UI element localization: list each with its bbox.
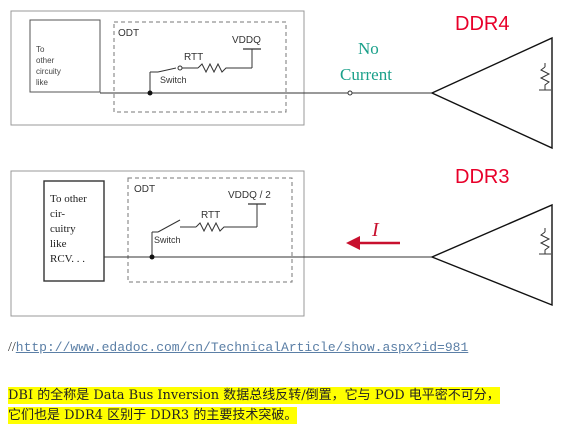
ddr4-odt-box bbox=[113, 21, 287, 113]
ddr3-panel: To other cir- cuitry like RCV. . . ODT V… bbox=[10, 166, 553, 317]
ddr4-circuitry-block bbox=[29, 19, 101, 93]
ddr3-odt-label: ODT bbox=[134, 184, 155, 195]
ddr3-block-line-2: cir- bbox=[50, 208, 65, 220]
ddr3-term-resistor bbox=[539, 231, 551, 254]
ddr3-current-arrow-head bbox=[346, 236, 360, 250]
ddr3-label: DDR3 bbox=[455, 166, 509, 188]
dbi-note-line-2: 它们也是 DDR4 区别于 DDR3 的主要技术突破。 bbox=[8, 407, 298, 424]
ddr3-outer-frame bbox=[10, 170, 305, 317]
ddr3-rtt-label: RTT bbox=[201, 210, 220, 221]
source-url-link[interactable]: http://www.edadoc.com/cn/TechnicalArticl… bbox=[15, 340, 469, 355]
ddr3-rtt-resistor bbox=[195, 221, 257, 233]
ddr3-vddq-label: VDDQ / 2 bbox=[228, 190, 271, 201]
ddr3-switch-label: Switch bbox=[154, 235, 181, 245]
odt-comparison-diagram: To other circuity like ODT VDDQ RTT Swit… bbox=[10, 10, 553, 317]
source-url-line: //http://www.edadoc.com/cn/TechnicalArti… bbox=[8, 340, 468, 356]
ddr3-block-line-5: RCV. . . bbox=[50, 253, 85, 265]
ddr4-vddq-label: VDDQ bbox=[232, 35, 261, 46]
ddr4-line-terminal bbox=[347, 90, 353, 96]
ddr3-junction-dot bbox=[149, 254, 155, 260]
url-prefix: // bbox=[8, 340, 16, 355]
ddr4-block-line-4: like bbox=[36, 78, 49, 87]
ddr4-no-current-line-2: Current bbox=[340, 65, 392, 84]
ddr4-block-line-3: circuity bbox=[36, 67, 61, 76]
ddr3-current-label: I bbox=[371, 219, 380, 241]
ddr4-term-resistor bbox=[539, 66, 551, 90]
ddr4-switch-blade bbox=[157, 67, 177, 73]
ddr4-rtt-resistor bbox=[197, 62, 252, 74]
ddr4-block-line-2: other bbox=[36, 56, 55, 65]
ddr3-circuitry-block bbox=[43, 180, 105, 282]
dbi-note: DBI 的全称是 Data Bus Inversion 数据总线反转/倒置，它与… bbox=[8, 386, 570, 426]
ddr4-odt-label: ODT bbox=[118, 28, 139, 39]
ddr3-block-line-3: cuitry bbox=[50, 223, 76, 235]
ddr4-switch-label: Switch bbox=[160, 75, 187, 85]
ddr3-receiver-triangle bbox=[430, 203, 553, 307]
dbi-note-line-1: DBI 的全称是 Data Bus Inversion 数据总线反转/倒置，它与… bbox=[8, 387, 500, 404]
ddr4-receiver-triangle bbox=[430, 36, 553, 150]
ddr3-odt-box bbox=[127, 177, 293, 283]
ddr4-no-current-line-1: No bbox=[358, 39, 379, 58]
ddr4-panel: To other circuity like ODT VDDQ RTT Swit… bbox=[10, 10, 553, 150]
ddr4-outer-frame bbox=[10, 10, 305, 126]
ddr4-rtt-label: RTT bbox=[184, 52, 203, 63]
ddr4-junction-dot bbox=[147, 90, 153, 96]
ddr3-switch-blade bbox=[157, 219, 181, 233]
ddr4-block-line-1: To bbox=[36, 45, 45, 54]
ddr4-label: DDR4 bbox=[455, 13, 509, 35]
ddr3-block-line-4: like bbox=[50, 238, 67, 250]
ddr3-block-line-1: To other bbox=[50, 193, 87, 205]
ddr4-switch-contact bbox=[177, 65, 183, 71]
